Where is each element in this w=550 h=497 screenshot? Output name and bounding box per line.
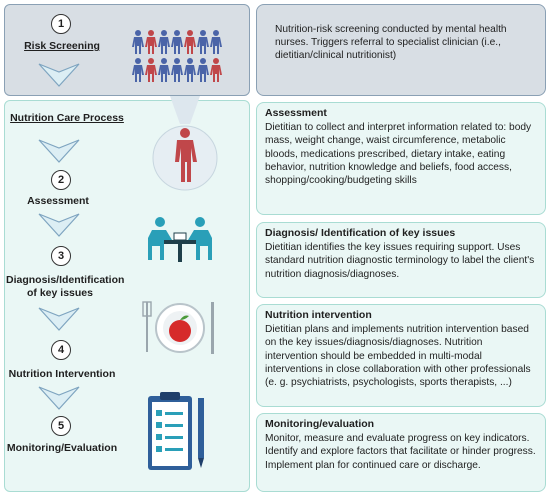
intervention-text: Dietitian plans and implements nutrition… <box>265 324 531 389</box>
consultation-icon <box>148 217 212 262</box>
person-body <box>145 65 157 82</box>
person-body <box>132 65 144 82</box>
person-head <box>200 58 206 64</box>
person-body <box>184 65 196 82</box>
step-3-number: 3 <box>51 246 71 266</box>
person-head <box>174 30 180 36</box>
person-head <box>148 30 154 36</box>
intervention-box: Nutrition intervention Dietitian plans a… <box>256 304 546 407</box>
assessment-box: Assessment Dietitian to collect and inte… <box>256 102 546 215</box>
person-body <box>145 37 157 54</box>
process-heading: Nutrition Care Process <box>10 112 124 124</box>
diagnosis-title: Diagnosis/ Identification of key issues <box>265 227 456 239</box>
person-body <box>210 65 222 82</box>
intervention-title: Nutrition intervention <box>265 309 372 321</box>
chevron-down-icon <box>38 139 80 163</box>
person-body <box>171 65 183 82</box>
chevron-down-icon <box>38 63 80 87</box>
person-head <box>200 30 206 36</box>
chevron-down-icon <box>38 213 80 237</box>
screening-description-box: Nutrition-risk screening conducted by me… <box>256 4 546 96</box>
diagnosis-box: Diagnosis/ Identification of key issues … <box>256 222 546 298</box>
risk-screening-panel <box>4 4 250 96</box>
person-body <box>158 65 170 82</box>
person-body <box>171 37 183 54</box>
step-4-number: 4 <box>51 340 71 360</box>
person-head <box>187 30 193 36</box>
person-head <box>161 30 167 36</box>
step-2-label: Assessment <box>27 195 89 207</box>
chevron-down-icon <box>38 386 80 410</box>
checklist-icon <box>148 392 204 470</box>
people-group-icon <box>132 30 222 82</box>
person-body <box>197 37 209 54</box>
person-head <box>135 58 141 64</box>
apple-plate-icon <box>142 301 214 354</box>
person-head <box>161 58 167 64</box>
person-body <box>184 37 196 54</box>
assessment-title: Assessment <box>265 107 327 119</box>
person-head <box>213 30 219 36</box>
assessment-text: Dietitian to collect and interpret infor… <box>265 122 532 187</box>
chevron-down-icon <box>38 307 80 331</box>
monitoring-text: Monitor, measure and evaluate progress o… <box>265 433 536 471</box>
step-4-label: Nutrition Intervention <box>8 368 116 380</box>
step-1-label: Risk Screening <box>24 40 100 52</box>
screening-text: Nutrition-risk screening conducted by me… <box>275 24 507 62</box>
diagnosis-text: Dietitian identifies the key issues requ… <box>265 242 535 280</box>
monitoring-box: Monitoring/evaluation Monitor, measure a… <box>256 413 546 492</box>
person-head <box>135 30 141 36</box>
person-body <box>132 37 144 54</box>
step-2-number: 2 <box>51 170 71 190</box>
step-3-label: Diagnosis/Identification of key issues <box>6 274 125 299</box>
person-head <box>148 58 154 64</box>
person-head <box>213 58 219 64</box>
step-5-number: 5 <box>51 416 71 436</box>
person-body <box>210 37 222 54</box>
person-body <box>158 37 170 54</box>
step-1-number: 1 <box>51 14 71 34</box>
person-head <box>187 58 193 64</box>
person-head <box>174 58 180 64</box>
human-body-icon <box>152 96 218 191</box>
person-body <box>197 65 209 82</box>
step-5-label: Monitoring/Evaluation <box>6 442 118 454</box>
monitoring-title: Monitoring/evaluation <box>265 418 375 430</box>
